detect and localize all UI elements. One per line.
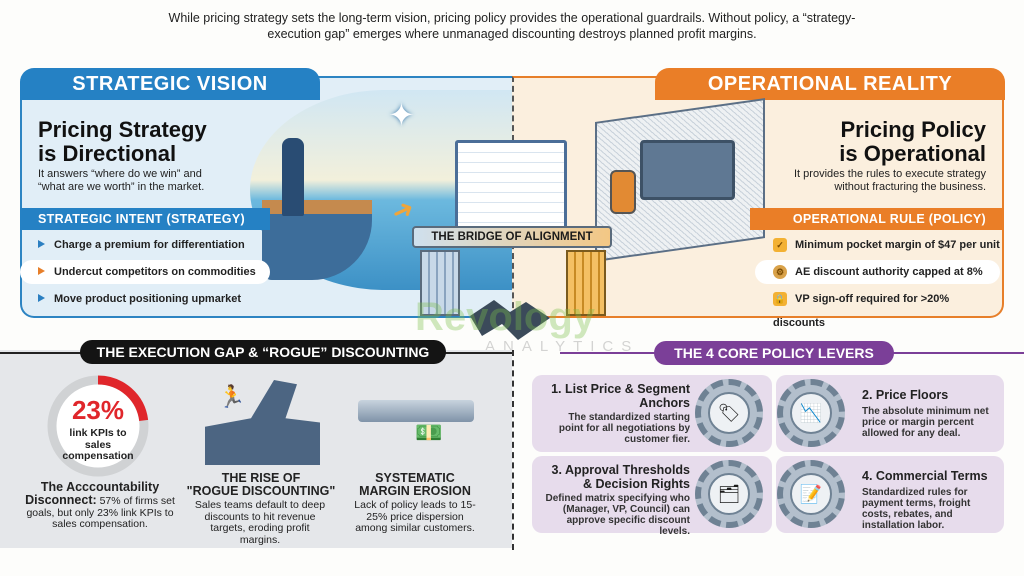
operational-reality-tab: OPERATIONAL REALITY: [655, 68, 1005, 100]
triangle-bullet-icon: [38, 294, 45, 302]
left-subtitle: It answers “where do we win” and “what a…: [38, 168, 205, 193]
erosion-title-line2: MARGIN EROSION: [359, 484, 471, 498]
lever-4: 4. Commercial Terms Standardized rules f…: [862, 469, 1002, 531]
strategy-item: Charge a premium for differentiation: [20, 233, 270, 257]
triangle-bullet-icon: [38, 267, 45, 275]
accountability-text: Disconnect: 57% of firms set goals, but …: [25, 493, 175, 531]
gear-icon: 📉: [777, 379, 845, 447]
intro-text: While pricing strategy sets the long-ter…: [168, 11, 856, 41]
policy-levers-header: THE 4 CORE POLICY LEVERS: [654, 341, 894, 365]
control-console: [640, 140, 735, 200]
kpi-stat-label: link KPIs to sales compensation: [62, 427, 134, 462]
erosion-title-line1: SYSTEMATIC: [375, 471, 455, 485]
lever-title: 3. Approval Thresholds & Decision Rights: [551, 463, 690, 491]
bridge-of-alignment-banner: THE BRIDGE OF ALIGNMENT: [412, 226, 612, 248]
gear-icon: 📝: [777, 460, 845, 528]
policy-item-text: AE discount authority capped at 8%: [795, 266, 983, 278]
accountability-title: The Acccountability: [40, 480, 160, 494]
money-icon: 💵: [415, 420, 443, 445]
accountability-lead: Disconnect:: [25, 493, 97, 507]
operational-rule-bar: OPERATIONAL RULE (POLICY): [750, 208, 1004, 230]
logo-subtitle: ANALYTICS: [485, 338, 640, 355]
policy-item-text: Minimum pocket margin of $47 per unit: [795, 239, 1000, 251]
rogue-text: Sales teams default to deep discounts to…: [194, 499, 326, 546]
right-title-line1: Pricing Policy: [840, 117, 987, 142]
strategic-vision-tab: STRATEGIC VISION: [20, 68, 320, 100]
lever-3: 3. Approval Thresholds & Decision Rights…: [540, 463, 690, 537]
right-title-line2: is Operational: [839, 141, 986, 166]
right-subtitle: It provides the rules to execute strateg…: [794, 168, 986, 193]
lever-text: Defined matrix specifying who (Manager, …: [545, 493, 690, 537]
rogue-title-line1: THE RISE OF: [221, 471, 301, 485]
strategy-item-text: Undercut competitors on commodities: [54, 266, 256, 278]
strategy-item: Undercut competitors on commodities: [20, 260, 270, 284]
chair-illustration: [610, 170, 636, 214]
strategy-item-text: Move product positioning upmarket: [54, 293, 242, 305]
lever-text: The standardized starting point for all …: [558, 412, 690, 445]
lock-icon: 🔒: [773, 292, 787, 307]
gear-icon: 🗂: [695, 460, 763, 528]
gears-icon: ⚙: [773, 265, 787, 280]
captain-figure: [282, 138, 304, 216]
lever-text: The absolute minimum net price or margin…: [862, 406, 989, 439]
contract-icon: 📝: [790, 473, 832, 515]
donut-face: [52, 380, 144, 472]
strategy-item: Move product positioning upmarket: [20, 287, 270, 311]
execution-gap-header: THE EXECUTION GAP & “ROGUE” DISCOUNTING: [80, 340, 446, 364]
lever-title: 4. Commercial Terms: [862, 469, 988, 483]
strategic-intent-bar: STRATEGIC INTENT (STRATEGY): [20, 208, 270, 230]
left-title-line2: is Directional: [38, 141, 177, 166]
gear-icon: 🏷: [695, 379, 763, 447]
policy-item: 🔒VP sign-off required for >20% discounts: [755, 287, 1000, 329]
lever-title: 1. List Price & Segment Anchors: [551, 382, 690, 410]
policy-item: ✓ Minimum pocket margin of $47 per unit: [755, 233, 1000, 257]
logo-wordmark: Revology: [415, 295, 596, 339]
lever-1: 1. List Price & Segment Anchors The stan…: [545, 382, 690, 445]
policy-item: ⚙ AE discount authority capped at 8%: [755, 260, 1000, 284]
revology-logo: Revology ANALYTICS: [375, 296, 639, 356]
kpi-stat-value: 23%: [71, 395, 125, 425]
gold-pillar: [566, 250, 606, 316]
triangle-bullet-icon: [38, 240, 45, 248]
rogue-title-line2: "ROGUE DISCOUNTING": [186, 484, 336, 498]
erosion-text: Lack of policy leads to 15-25% price dis…: [354, 499, 476, 534]
leaking-pipe-illustration: [358, 400, 474, 422]
lever-title: 2. Price Floors: [862, 388, 949, 402]
strategy-item-text: Charge a premium for differentiation: [54, 239, 245, 251]
lever-text: Standardized rules for payment terms, fr…: [862, 487, 971, 531]
policy-item-text: VP sign-off required for >20% discounts: [773, 293, 950, 329]
blue-pillar: [420, 250, 460, 316]
accountability-body: 57% of firms set goals, but only 23% lin…: [26, 495, 175, 530]
north-star-icon: ✦: [388, 97, 415, 133]
dashboard-screen-illustration: [455, 140, 567, 230]
falling-person-icon: 🏃: [218, 384, 246, 409]
donut-arc: [47, 375, 149, 477]
org-chart-icon: 🗂: [708, 473, 750, 515]
price-tag-icon: 🏷: [708, 392, 750, 434]
section-divider: [512, 350, 514, 550]
badge-check-icon: ✓: [773, 238, 787, 253]
kpi-donut-chart: [47, 375, 149, 477]
lever-2: 2. Price Floors The absolute minimum net…: [862, 388, 997, 439]
left-title-line1: Pricing Strategy: [38, 117, 207, 142]
price-down-icon: 📉: [790, 392, 832, 434]
